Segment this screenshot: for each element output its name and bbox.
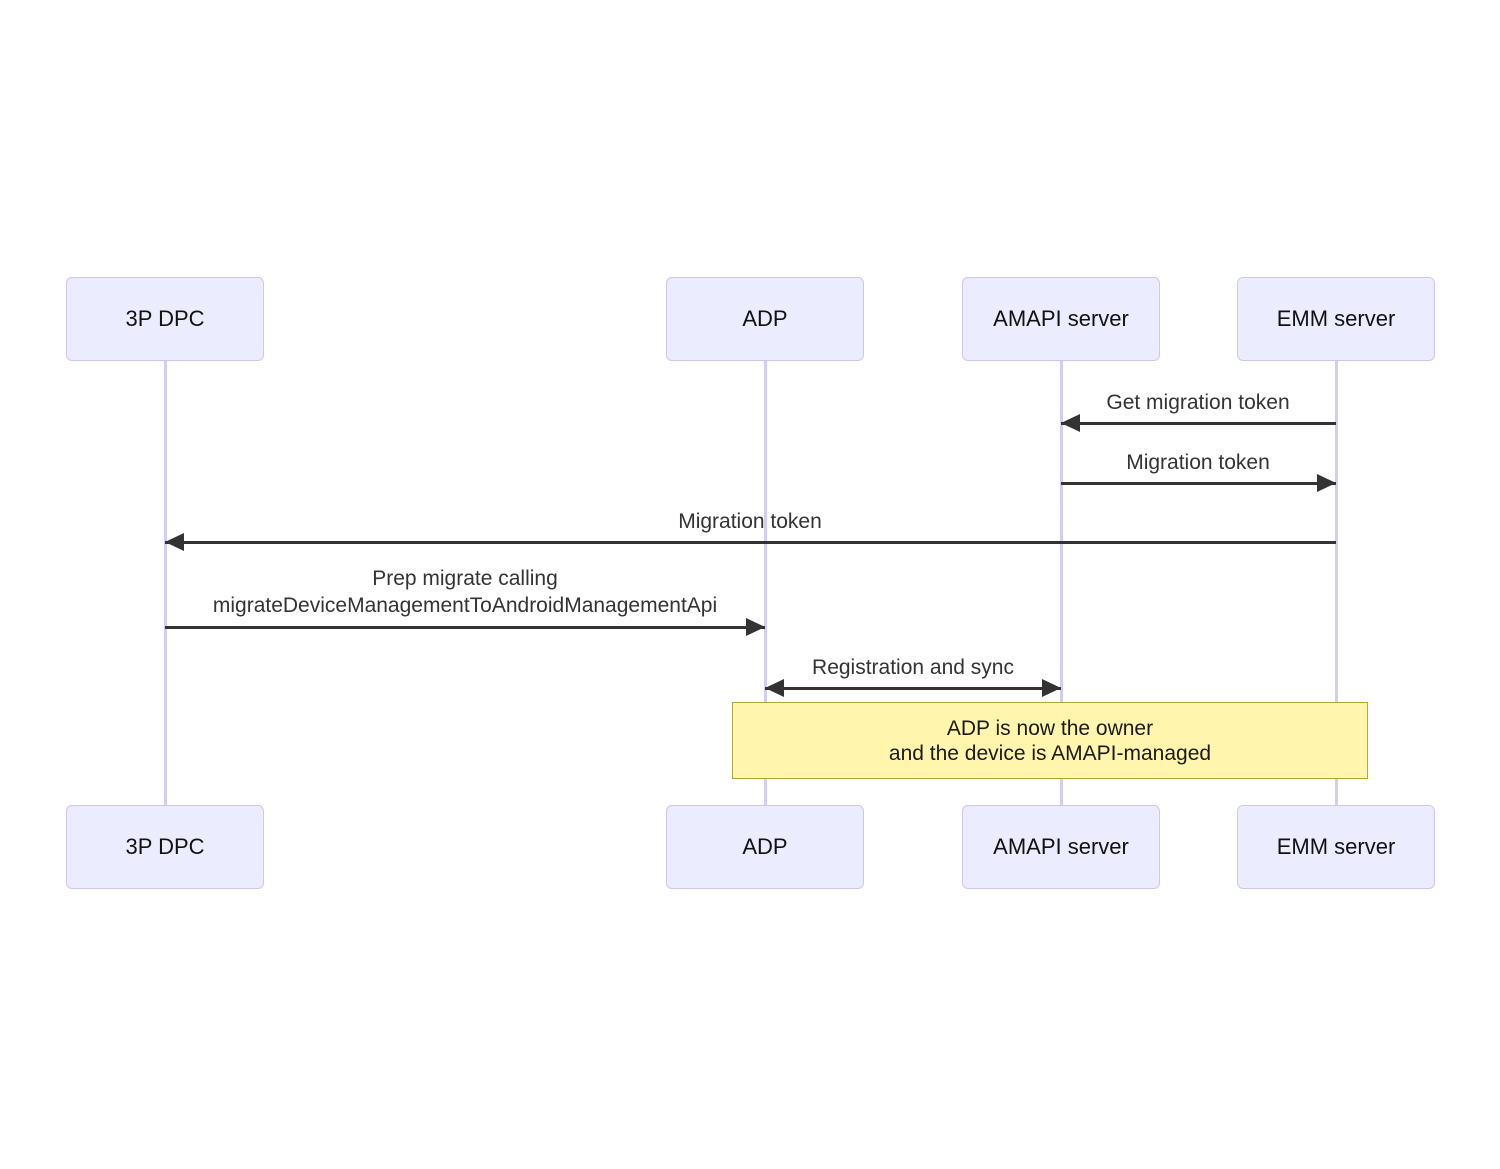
- actor-label: EMM server: [1276, 306, 1396, 331]
- note-adp-owner: ADP is now the owner and the device is A…: [732, 702, 1368, 779]
- lifeline-3p-dpc: [163, 361, 167, 805]
- actor-bottom-adp: ADP: [666, 805, 864, 889]
- arrowhead-left-icon: [165, 533, 184, 551]
- actor-label: EMM server: [1276, 834, 1396, 859]
- message-label-prep-migrate: Prep migrate calling migrateDeviceManage…: [212, 567, 718, 617]
- actor-bottom-emm-server: EMM server: [1237, 805, 1435, 889]
- message-label-migration-token-to-emm: Migration token: [1126, 451, 1270, 474]
- actor-label: AMAPI server: [993, 306, 1129, 331]
- actor-label: 3P DPC: [125, 306, 205, 331]
- actor-top-amapi-server: AMAPI server: [962, 277, 1160, 361]
- actor-top-adp: ADP: [666, 277, 864, 361]
- message-line-registration-and-sync: [765, 686, 1061, 690]
- message-label-migration-token-to-dpc: Migration token: [678, 510, 822, 533]
- message-label-registration-and-sync: Registration and sync: [812, 656, 1014, 679]
- message-line-migration-token-to-dpc: [165, 540, 1336, 544]
- arrowhead-right-icon: [1317, 474, 1336, 492]
- actor-top-emm-server: EMM server: [1237, 277, 1435, 361]
- actor-top-3p-dpc: 3P DPC: [66, 277, 264, 361]
- message-label-get-migration-token: Get migration token: [1106, 391, 1290, 414]
- message-line-get-migration-token: [1061, 421, 1336, 425]
- arrowhead-left-icon: [1061, 414, 1080, 432]
- actor-label: ADP: [742, 306, 788, 331]
- lifeline-amapi-server: [1059, 361, 1063, 805]
- actor-label: 3P DPC: [125, 834, 205, 859]
- actor-label: ADP: [742, 834, 788, 859]
- actor-bottom-amapi-server: AMAPI server: [962, 805, 1160, 889]
- lifeline-adp: [763, 361, 767, 805]
- lifeline-emm-server: [1334, 361, 1338, 805]
- actor-bottom-3p-dpc: 3P DPC: [66, 805, 264, 889]
- message-line-migration-token-to-emm: [1061, 481, 1336, 485]
- arrowhead-right-icon: [746, 618, 765, 636]
- arrowhead-right-icon: [1042, 679, 1061, 697]
- actor-label: AMAPI server: [993, 834, 1129, 859]
- arrowhead-left-icon: [765, 679, 784, 697]
- message-line-prep-migrate: [165, 625, 765, 629]
